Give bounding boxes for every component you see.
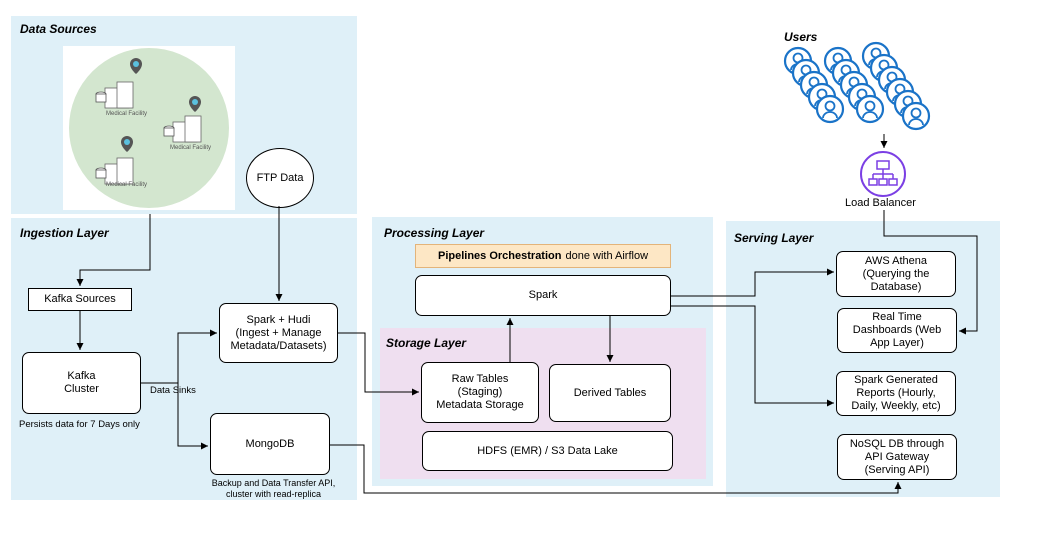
raw-tables-label: Raw Tables (Staging) Metadata Storage: [436, 373, 524, 411]
serving-title: Serving Layer: [734, 231, 814, 245]
athena-label: AWS Athena (Querying the Database): [862, 254, 930, 293]
arrow-spark-to-reports: [671, 305, 834, 407]
persists-note: Persists data for 7 Days only: [19, 419, 140, 430]
dashboards-box[interactable]: Real Time Dashboards (Web App Layer): [837, 308, 957, 353]
facility-label: Medical Facility: [106, 111, 148, 117]
processing-title: Processing Layer: [384, 226, 485, 240]
nosql-box[interactable]: NoSQL DB through API Gateway (Serving AP…: [837, 434, 957, 480]
facility-label: Medical Facility: [106, 182, 148, 188]
spark-hudi-label: Spark + Hudi (Ingest + Manage Metadata/D…: [230, 313, 327, 352]
reports-box[interactable]: Spark Generated Reports (Hourly, Daily, …: [836, 371, 956, 416]
storage-title: Storage Layer: [386, 336, 467, 350]
reports-label: Spark Generated Reports (Hourly, Daily, …: [851, 374, 941, 412]
mongodb-box[interactable]: MongoDB: [210, 413, 330, 475]
orchestration-banner[interactable]: Pipelines Orchestration done with Airflo…: [415, 244, 671, 268]
building-icon: [95, 58, 142, 109]
derived-tables-label: Derived Tables: [573, 386, 647, 399]
medical-facilities-image: Medical Facility Medical Facility Medica…: [63, 46, 235, 210]
building-icon: [95, 136, 134, 185]
data-sinks-label: Data Sinks: [150, 385, 196, 396]
arrow-mongodb-to-nosql: [330, 444, 902, 494]
orchestration-bold: Pipelines Orchestration: [437, 250, 562, 262]
arrow-cluster-to-mongodb: [141, 382, 208, 450]
spark-hudi-box[interactable]: Spark + Hudi (Ingest + Manage Metadata/D…: [219, 303, 338, 363]
facility-label: Medical Facility: [170, 145, 212, 151]
mongodb-note: Backup and Data Transfer API, cluster wi…: [211, 478, 336, 499]
hdfs-label: HDFS (EMR) / S3 Data Lake: [477, 444, 618, 457]
kafka-sources-box[interactable]: Kafka Sources: [28, 288, 132, 311]
arrow-spark-to-athena: [671, 268, 834, 297]
arrow-cluster-to-spark-hudi: [141, 329, 217, 384]
kafka-cluster-box[interactable]: Kafka Cluster: [22, 352, 141, 414]
user-icon: [855, 94, 885, 124]
orchestration-rest: done with Airflow: [565, 250, 649, 262]
kafka-cluster-label: Kafka Cluster: [64, 370, 99, 395]
user-icon: [815, 94, 845, 124]
raw-tables-box[interactable]: Raw Tables (Staging) Metadata Storage: [421, 362, 539, 423]
arrow-spark-hudi-to-raw: [338, 332, 419, 396]
derived-tables-box[interactable]: Derived Tables: [549, 364, 671, 422]
arrow-lb-to-dashboards: [883, 210, 978, 335]
spark-label: Spark: [528, 289, 558, 301]
mongodb-label: MongoDB: [245, 437, 295, 450]
load-balancer-label: Load Balancer: [845, 197, 916, 209]
ingestion-title: Ingestion Layer: [20, 226, 109, 240]
users-group: [783, 41, 931, 131]
arrow-facilities-to-kafka-sources: [76, 214, 151, 286]
athena-box[interactable]: AWS Athena (Querying the Database): [836, 251, 956, 297]
nosql-label: NoSQL DB through API Gateway (Serving AP…: [849, 437, 945, 476]
hdfs-box[interactable]: HDFS (EMR) / S3 Data Lake: [422, 431, 673, 471]
dashboards-label: Real Time Dashboards (Web App Layer): [852, 311, 942, 349]
users-title: Users: [784, 30, 818, 44]
spark-box[interactable]: Spark: [415, 275, 671, 316]
data-sources-title: Data Sources: [20, 22, 97, 36]
ftp-data-node[interactable]: FTP Data: [246, 148, 314, 208]
medical-facilities-graphic: [69, 48, 229, 208]
building-icon: [163, 96, 202, 143]
kafka-sources-label: Kafka Sources: [44, 293, 116, 305]
user-icon: [901, 101, 931, 131]
load-balancer-icon[interactable]: [859, 150, 907, 198]
ftp-data-label: FTP Data: [256, 172, 304, 184]
